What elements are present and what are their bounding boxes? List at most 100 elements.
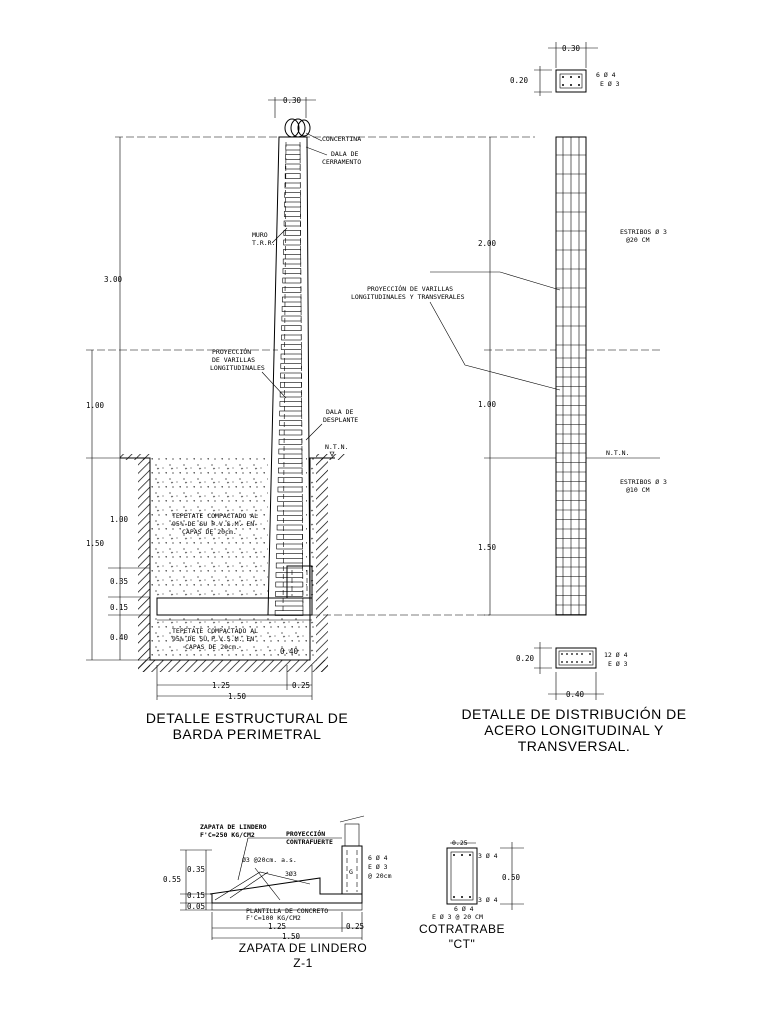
estribos-bot-1: ESTRIBOS Ø 3 [620,478,667,486]
block-row [281,334,302,341]
estribos-bot-2: @10 CM [626,486,650,494]
ct-bars-bot: 3 Ø 4 [478,896,498,904]
label-ntn: N.T.N. [325,443,348,451]
section-bot-stirrup: E Ø 3 [608,660,628,668]
zapata-bars-1: 6 Ø 4 [368,854,388,862]
cotratrabe-detail: 0.25 3 Ø 4 3 Ø 4 0.50 6 Ø 4 E Ø 3 @ 20 C… [419,839,524,951]
block-row [276,524,303,531]
dim-040b: 0.40 [280,647,299,656]
section-top-stirrup: E Ø 3 [600,80,620,88]
block-row [282,296,302,303]
zapata-label-1: ZAPATA DE LINDERO [200,823,267,831]
ct-title-1: COTRATRABE [419,922,505,936]
dim-1-00-low: 1.00 [110,515,129,524]
section-top-rect [555,69,587,93]
acero-dim-100: 1.00 [478,400,497,409]
block-row [282,277,302,284]
soil-hatch-bottom [138,660,328,672]
dim-150: 1.50 [228,692,247,701]
soil-hatch-left [138,458,150,672]
label-muro-2: T.R.R. [252,239,275,247]
section-top-height: 0.20 [510,76,529,85]
ct-height: 0.50 [502,873,521,882]
block-row [275,572,304,578]
block-row [278,458,303,464]
section-bot-height: 0.20 [516,654,535,663]
block-row [278,439,303,445]
concertina-icon [284,118,311,138]
barda-top-width: 0.30 [283,96,302,105]
dim-025: 0.25 [292,681,310,690]
block-row [280,382,302,388]
dim-015: 0.15 [110,603,128,612]
label-proyeccion-3: LONGITUDINALES [210,364,265,372]
block-row [284,201,301,208]
block-row [282,258,302,265]
label-dala-cerramento-2: CERRAMENTO [322,158,361,166]
block-row [277,486,303,493]
block-row [276,534,303,540]
zapata-plantilla-2: F'C=100 KG/CM2 [246,914,301,922]
ct-title-2: "CT" [449,937,476,951]
dim-040: 0.40 [110,633,129,642]
block-row [278,448,303,455]
block-row [284,182,301,189]
block-row [282,268,302,274]
acero-title-2: ACERO LONGITUDINAL Y [484,722,664,738]
label-dala-cerramento-1: DALA DE [331,150,358,158]
block-row [284,192,301,198]
label-tepetate-b-1: TEPETATE COMPACTADO AL [172,627,258,635]
dim-3-00: 3.00 [104,275,123,284]
zapata-rebar-303: 3Ø3 [285,870,297,878]
zapata-dim-125: 1.25 [268,922,286,931]
zapata-title-1: ZAPATA DE LINDERO [239,941,368,955]
zapata-g-mark: G [349,868,353,876]
block-row [279,401,302,407]
acero-detail: 0.30 0.20 6 Ø 4 E Ø 3 2.00 1.00 1.50 N.T… [312,42,686,754]
block-row [281,315,302,322]
acero-proy-1: PROYECCIÓN DE VARILLAS [367,284,453,293]
zapata-dim-055: 0.55 [163,875,181,884]
barda-wall-outline [267,136,311,616]
dim-upper: 1.00 [86,401,105,410]
block-row [280,344,302,350]
block-row [283,249,302,255]
block-row [278,429,303,436]
zapata-dim-025: 0.25 [346,922,364,931]
block-row [276,553,303,559]
acero-title-3: TRANSVERSAL. [518,738,631,754]
block-row [281,325,302,331]
ct-top-width: 0.25 [452,839,468,847]
zapata-dim-005: 0.05 [187,902,205,911]
label-tepetate-a-3: CAPAS DE 20cm. [182,528,237,536]
block-row [279,410,303,417]
block-row [276,515,303,521]
block-row [285,144,301,151]
block-row [283,211,301,217]
block-row [275,581,304,588]
zapata-detail: ZAPATA DE LINDERO F'C=250 KG/CM2 PROYECC… [163,815,392,970]
block-row [280,372,302,379]
section-bot-width: 0.40 [566,690,585,699]
label-dala-desplante-1: DALA DE [326,408,353,416]
acero-proy-2: LONGITUDINALES Y TRANSVERALES [351,293,465,301]
label-tepetate-b-2: 95% DE SU P.V.S.M. EN [172,635,254,643]
block-row [276,543,303,550]
ct-bars-top: 3 Ø 4 [478,852,498,860]
label-muro-1: MURO [252,231,268,239]
estribos-top-2: @20 CM [626,236,650,244]
zapata-dim-035: 0.35 [187,865,205,874]
ct-bottom-1: 6 Ø 4 [454,905,474,913]
dim-035: 0.35 [110,577,128,586]
acero-title-1: DETALLE DE DISTRIBUCIÓN DE [461,706,686,722]
block-row [283,220,301,227]
block-row [275,600,304,607]
block-row [277,477,303,483]
block-row [279,391,302,398]
section-top-width: 0.30 [562,44,581,53]
zapata-bars-3: @ 20cm [368,872,392,880]
block-row [285,154,301,160]
ct-bottom-2: E Ø 3 @ 20 CM [432,913,483,921]
block-row [283,230,301,236]
block-row [283,239,301,246]
